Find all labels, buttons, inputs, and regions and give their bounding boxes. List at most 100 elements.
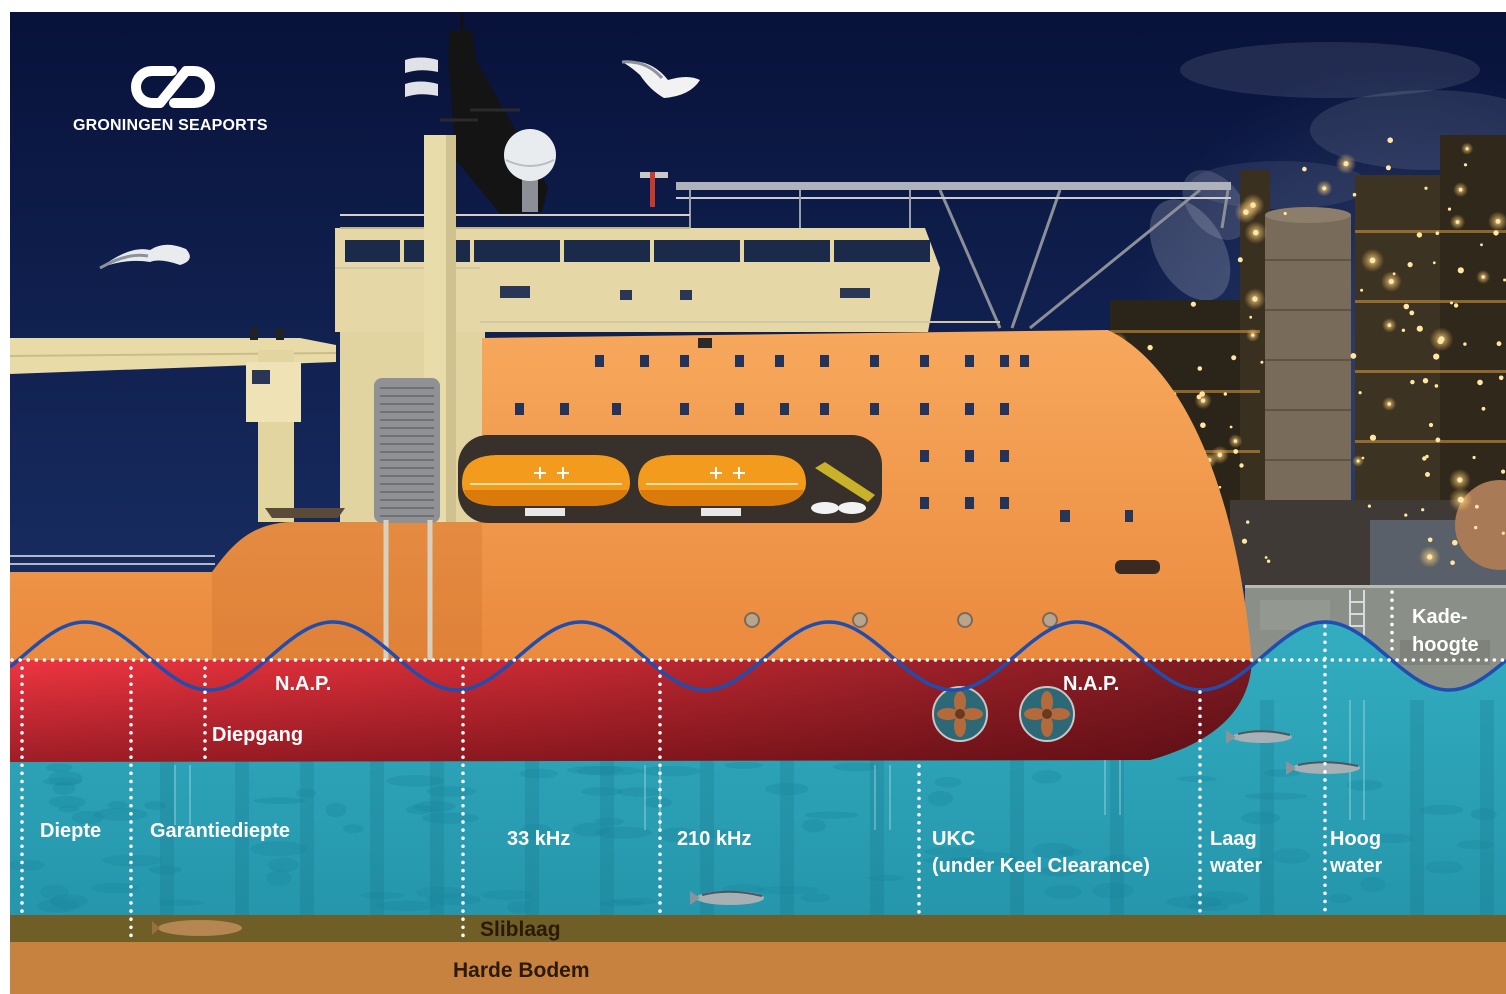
refinery-light: [1422, 378, 1429, 384]
refinery-light: [1425, 454, 1429, 459]
hull-window: [595, 355, 604, 367]
refinery-light: [1350, 353, 1357, 359]
refinery-light: [1266, 559, 1271, 563]
refinery-light: [1433, 353, 1440, 360]
seagull-icon: [99, 244, 190, 270]
water-ripple: [1244, 792, 1308, 800]
hull-window: [1020, 355, 1029, 367]
water-ripple: [107, 801, 128, 809]
refinery-light: [1217, 452, 1223, 458]
refinery-light: [1410, 379, 1415, 385]
water-ripple: [1328, 893, 1352, 904]
water-ripple: [343, 824, 364, 834]
refinery-light: [1251, 333, 1255, 337]
label-harde-bodem: Harde Bodem: [453, 959, 590, 982]
water-ripple: [1166, 895, 1222, 909]
refinery-light: [1223, 392, 1228, 396]
deck-railing: [10, 555, 215, 565]
anchor-pocket: [1115, 560, 1160, 574]
label-hoog-water: Hoog water: [1329, 828, 1387, 877]
water-ripple: [756, 885, 820, 895]
refinery-light: [1432, 261, 1436, 265]
refinery-light: [1369, 257, 1376, 264]
water-ripple: [1102, 854, 1133, 867]
radar-dome-icon: [504, 129, 556, 212]
water-ripple: [1470, 808, 1497, 821]
refinery-light: [1428, 422, 1434, 428]
water-ripple: [421, 812, 479, 824]
water-ripple: [802, 819, 826, 833]
refinery-light: [1147, 344, 1153, 351]
water-ripple: [804, 811, 859, 819]
water-ripple: [581, 787, 623, 796]
refinery-light: [1358, 391, 1362, 395]
flatfish-icon: [152, 920, 242, 936]
hull-window: [780, 403, 789, 415]
hull-window: [680, 403, 689, 415]
fish-icon: [1286, 761, 1360, 775]
hull-window: [920, 403, 929, 415]
refinery-light: [1352, 192, 1357, 197]
quay-pile: [1480, 700, 1494, 915]
water-ripple: [1032, 842, 1075, 859]
water-ripple: [923, 856, 987, 865]
water-ripple: [643, 797, 672, 808]
label-garantiediepte: Garantiediepte: [150, 820, 290, 842]
refinery-light: [1343, 161, 1349, 167]
hull-window: [820, 355, 829, 367]
water-ripple: [52, 781, 76, 795]
water-ripple: [1264, 769, 1300, 777]
small-boat: [265, 508, 345, 518]
water-ripple: [1032, 770, 1062, 784]
water-ripple: [1187, 902, 1230, 912]
water-ripple: [143, 801, 167, 810]
refinery-light: [1422, 456, 1427, 461]
label-210khz: 210 kHz: [677, 828, 752, 850]
water-ripple: [58, 805, 80, 813]
hull-window: [515, 403, 524, 415]
refinery-light: [1356, 459, 1360, 463]
water-ripple: [10, 859, 45, 871]
water-ripple: [657, 827, 699, 843]
water-ripple: [1419, 804, 1464, 815]
refinery-light: [1447, 207, 1452, 211]
water-ripple: [480, 890, 534, 900]
water-ripple: [598, 900, 644, 907]
water-ripple: [1456, 840, 1494, 850]
water-ripple: [386, 775, 445, 787]
refinery-light: [1360, 288, 1364, 292]
refinery-light: [1498, 375, 1504, 381]
refinery-light: [1457, 477, 1463, 483]
propeller-icon: [932, 686, 988, 742]
refinery-light: [1425, 472, 1430, 477]
water-ripple: [325, 802, 347, 818]
water-ripple: [46, 763, 73, 772]
clouds: [1149, 42, 1506, 301]
deck-crane: [10, 328, 337, 522]
water-ripple: [1092, 882, 1134, 899]
refinery-light: [1218, 485, 1222, 489]
flag-icon: [405, 57, 438, 97]
refinery-light: [1243, 209, 1249, 215]
water-ripple: [507, 901, 531, 914]
refinery-light: [1401, 328, 1406, 332]
refinery-light: [1241, 538, 1248, 544]
lifeboat-bay: [458, 435, 882, 523]
refinery-light: [1200, 398, 1206, 403]
label-diepgang: Diepgang: [212, 724, 303, 746]
label-33khz: 33 kHz: [507, 828, 570, 850]
refinery-light: [1477, 379, 1483, 386]
refinery-light: [1450, 301, 1453, 305]
refinery-light: [1369, 434, 1377, 441]
hull-window: [870, 355, 879, 367]
water-ripple: [1038, 866, 1078, 877]
refinery-light: [1387, 402, 1391, 406]
hard-bottom-layer: [10, 942, 1506, 994]
refinery-light: [1392, 272, 1396, 276]
mud-layer: [10, 915, 1506, 943]
refinery-light: [1475, 504, 1479, 509]
refinery-light: [1387, 137, 1393, 143]
water-ripple: [1367, 833, 1414, 843]
water-ripple: [946, 857, 977, 873]
